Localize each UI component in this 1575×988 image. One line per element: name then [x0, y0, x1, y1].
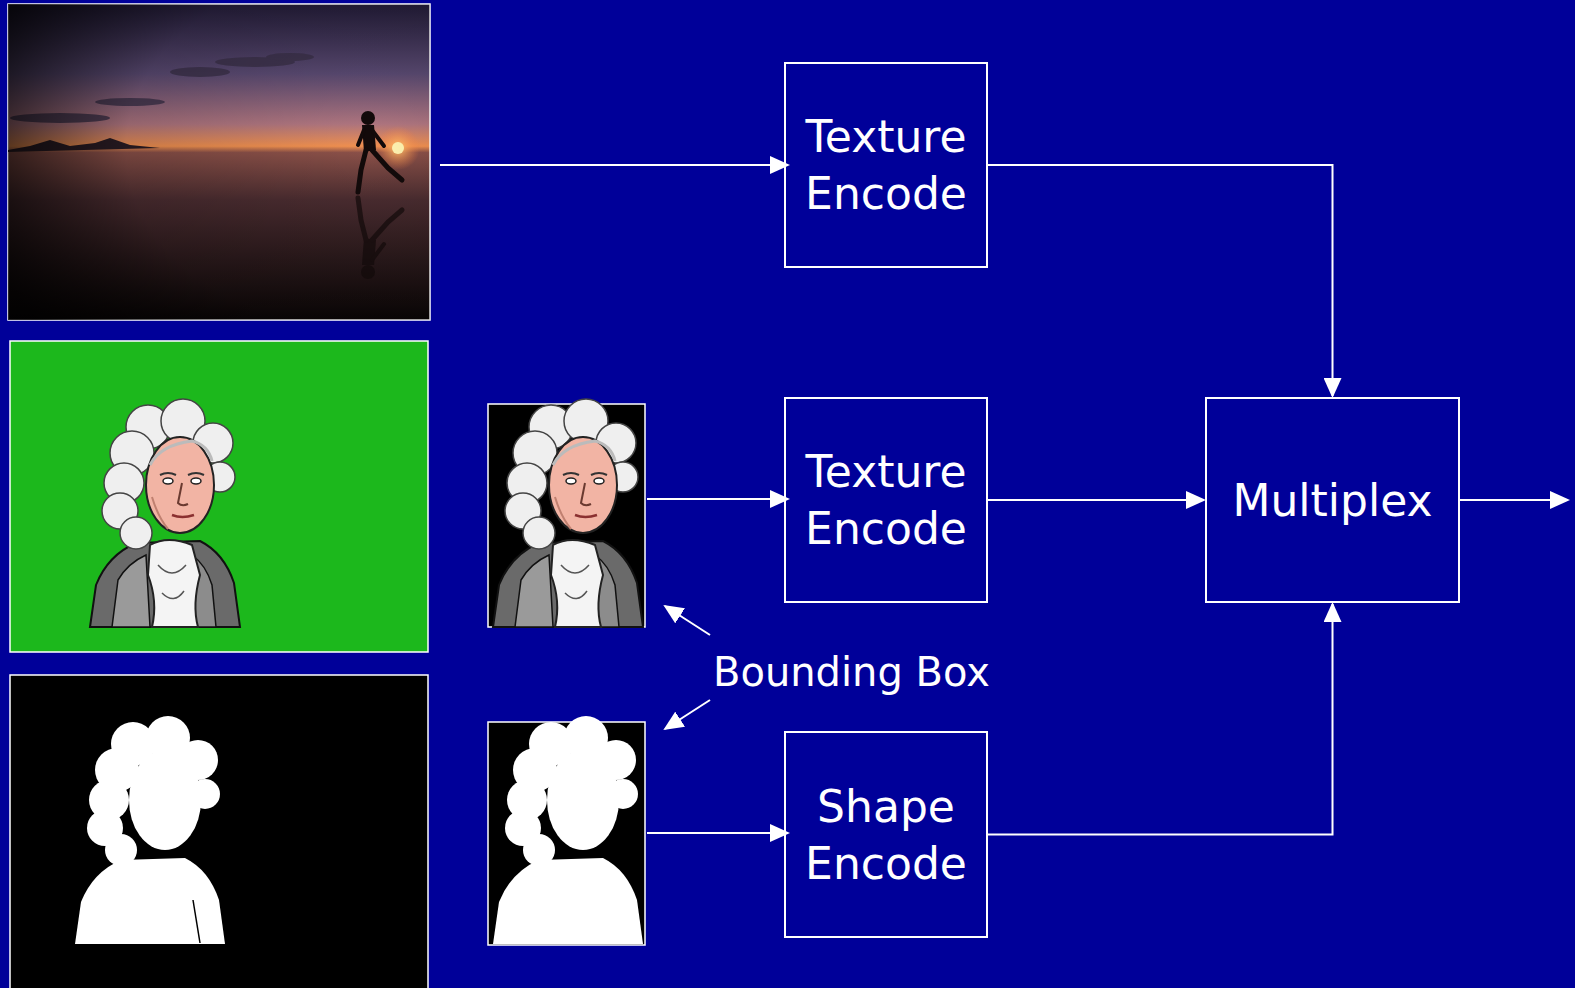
callout-label: Bounding Box	[713, 648, 990, 696]
input-arrow	[647, 498, 788, 500]
process-box: Multiplex	[1205, 397, 1460, 603]
photo-frame	[8, 4, 430, 320]
connector-arrow	[988, 165, 1333, 396]
connector-arrow	[988, 604, 1333, 835]
callout-arrow	[665, 606, 710, 635]
process-box: Texture Encode	[784, 397, 988, 603]
portrait	[90, 399, 240, 627]
portrait	[493, 399, 643, 627]
box-label: Multiplex	[1232, 472, 1432, 529]
shape-mask-frame	[10, 675, 428, 988]
callout-arrow	[665, 700, 710, 729]
mask-background	[10, 675, 428, 988]
mask-edge	[193, 900, 200, 943]
process-box: Shape Encode	[784, 731, 988, 938]
runner	[358, 111, 402, 192]
box-label: Shape Encode	[786, 778, 986, 892]
input-arrow	[440, 164, 788, 166]
process-box: Texture Encode	[784, 62, 988, 268]
box-content: Texture Encode	[786, 443, 986, 557]
green-background	[10, 341, 428, 652]
vignette	[8, 4, 430, 320]
connector-arrow	[988, 499, 1204, 501]
input-arrow	[647, 832, 788, 834]
shape-mask	[75, 716, 225, 944]
runner-reflection	[358, 198, 402, 279]
bounding-box-shape	[488, 716, 645, 945]
bounding-box-texture	[488, 399, 645, 627]
shape-mask	[493, 716, 643, 944]
box-label: Texture Encode	[786, 443, 986, 557]
box-label: Texture Encode	[786, 108, 986, 222]
leader-lines	[440, 165, 1568, 833]
output-arrow	[1460, 499, 1568, 501]
green-screen-frame	[10, 341, 428, 652]
sunset-photo	[8, 4, 430, 320]
box-content: Texture Encode	[786, 108, 986, 222]
box-content: Multiplex	[1232, 472, 1432, 529]
box-content: Shape Encode	[786, 778, 986, 892]
